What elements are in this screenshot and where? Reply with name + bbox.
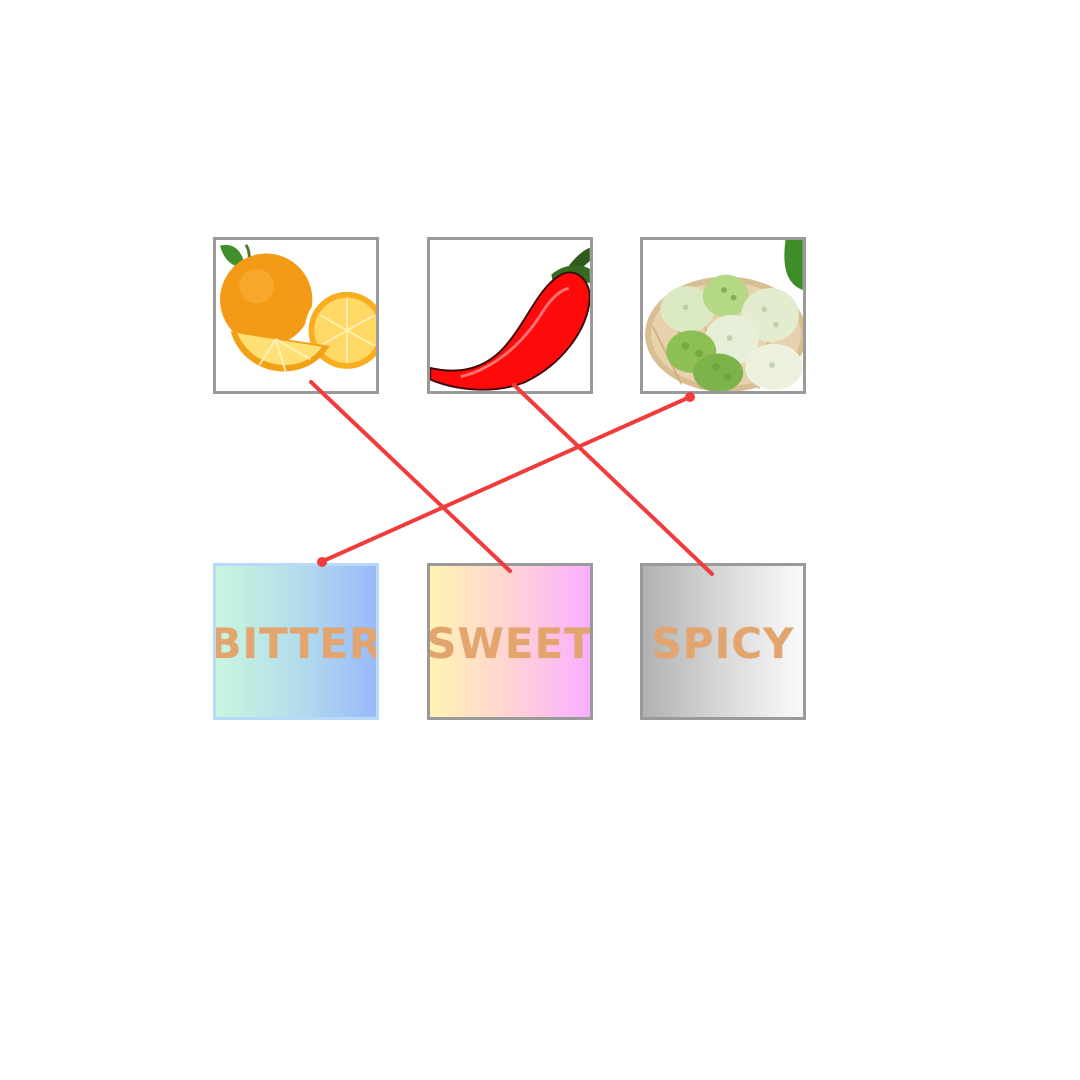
chili-pepper-image — [430, 240, 590, 391]
sweet-card[interactable]: SWEET — [427, 563, 593, 720]
spicy-label: SPICY — [651, 618, 795, 668]
chili-to-spicy-line — [512, 383, 714, 576]
orange-to-sweet-line — [309, 380, 512, 573]
orange-card[interactable] — [213, 237, 379, 394]
spicy-card[interactable]: SPICY — [640, 563, 806, 720]
sweet-label: SWEET — [427, 618, 593, 668]
orange-image — [216, 240, 376, 391]
bitter-label: BITTER — [213, 618, 379, 668]
noni-to-bitter-line — [319, 394, 694, 564]
noni-fruit-card[interactable] — [640, 237, 806, 394]
chili-pepper-card[interactable] — [427, 237, 593, 394]
bitter-card[interactable]: BITTER — [213, 563, 379, 720]
noni-fruit-image — [643, 240, 803, 391]
